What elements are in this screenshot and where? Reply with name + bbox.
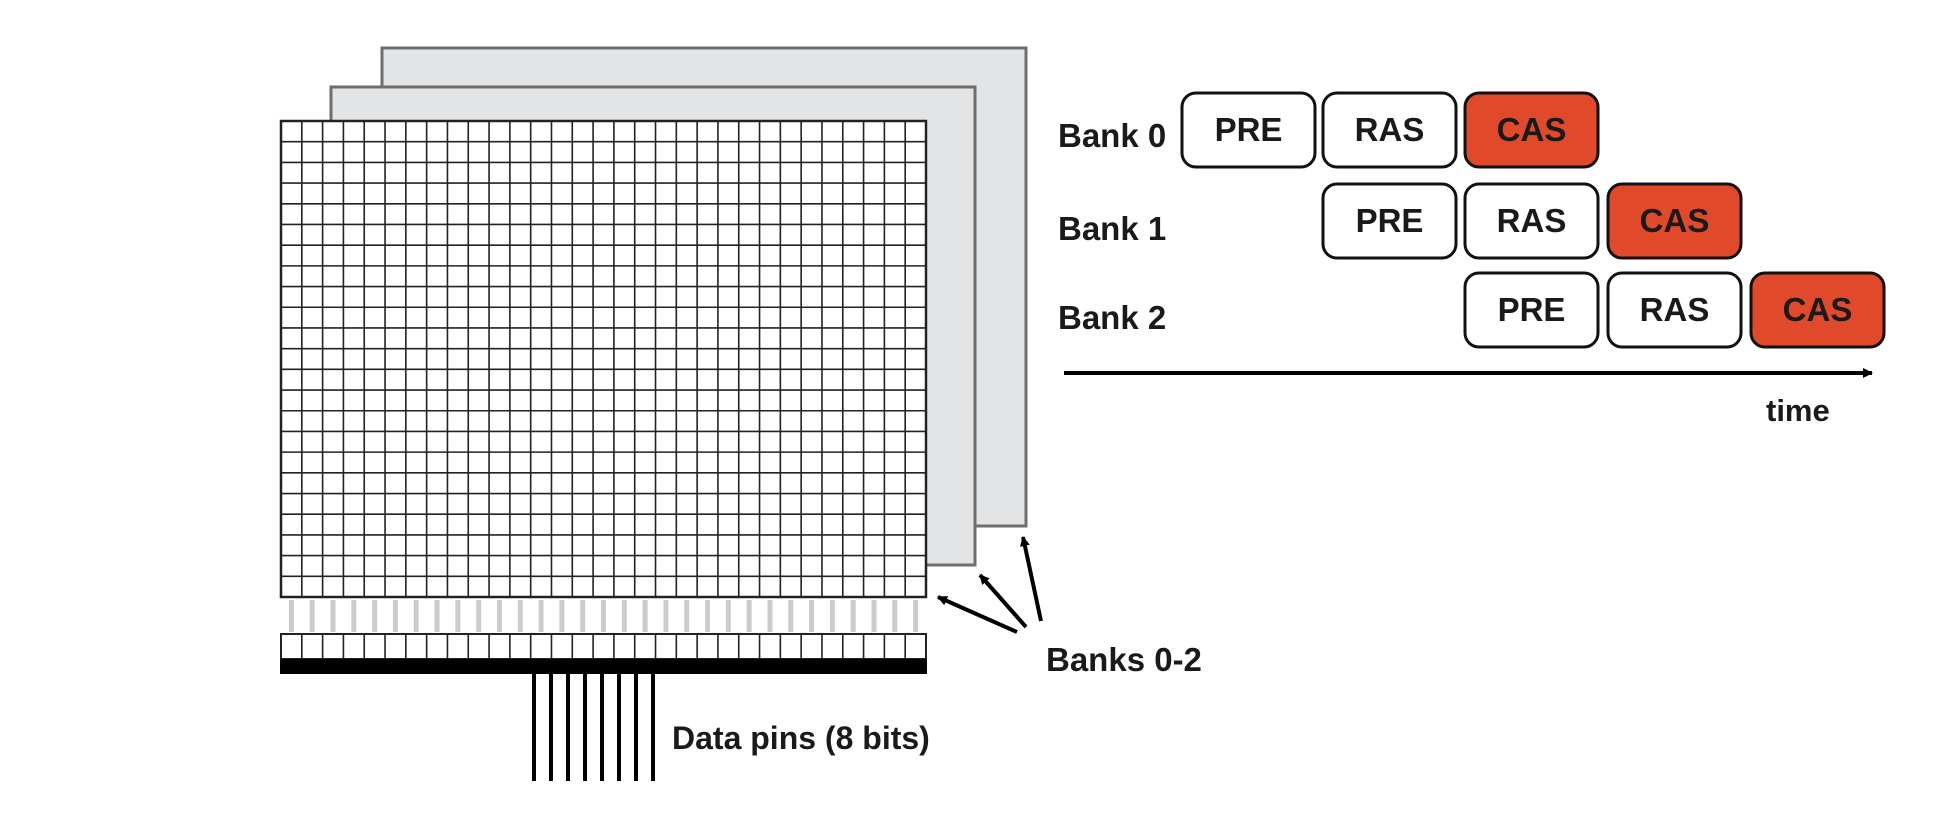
bank-0-plane xyxy=(279,119,928,599)
bank-timing-timeline: Bank 0 Bank 1 Bank 2 PRE RAS CAS PRE RAS… xyxy=(1058,91,1886,428)
row-buffer-frame xyxy=(280,633,927,660)
ras-step-label: RAS xyxy=(1355,111,1425,148)
row-buffer-connectors xyxy=(288,600,919,632)
row-buffer xyxy=(280,633,927,660)
pre-step xyxy=(1180,91,1317,169)
cas-step-label: CAS xyxy=(1497,111,1567,148)
cas-step xyxy=(1749,271,1886,349)
pre-step-label: PRE xyxy=(1215,111,1283,148)
ras-step xyxy=(1606,271,1743,349)
bank-row-label: Bank 0 xyxy=(1058,117,1166,154)
ras-step xyxy=(1321,91,1458,169)
bank-row-label: Bank 2 xyxy=(1058,299,1166,336)
bank-arrows xyxy=(937,536,1043,634)
ras-step xyxy=(1463,182,1600,260)
banks-label: Banks 0-2 xyxy=(1046,641,1202,678)
cas-step-label: CAS xyxy=(1783,291,1853,328)
pre-step-label: PRE xyxy=(1356,202,1424,239)
arrow-to-bank-2 xyxy=(1019,536,1043,622)
arrow-to-bank-1 xyxy=(978,573,1028,629)
cas-step xyxy=(1463,91,1600,169)
pre-step xyxy=(1463,271,1600,349)
bank-row-label: Bank 1 xyxy=(1058,210,1166,247)
cas-step xyxy=(1606,182,1743,260)
data-bus-bar xyxy=(280,659,927,674)
time-axis-label: time xyxy=(1766,393,1830,428)
bank-0-cell-grid xyxy=(279,119,928,599)
ras-step-label: RAS xyxy=(1497,202,1567,239)
pre-step-label: PRE xyxy=(1498,291,1566,328)
arrow-to-bank-0 xyxy=(937,595,1018,634)
pre-step xyxy=(1321,182,1458,260)
data-pins-label: Data pins (8 bits) xyxy=(672,720,930,756)
data-pins xyxy=(532,674,655,781)
cas-step-label: CAS xyxy=(1640,202,1710,239)
ras-step-label: RAS xyxy=(1640,291,1710,328)
